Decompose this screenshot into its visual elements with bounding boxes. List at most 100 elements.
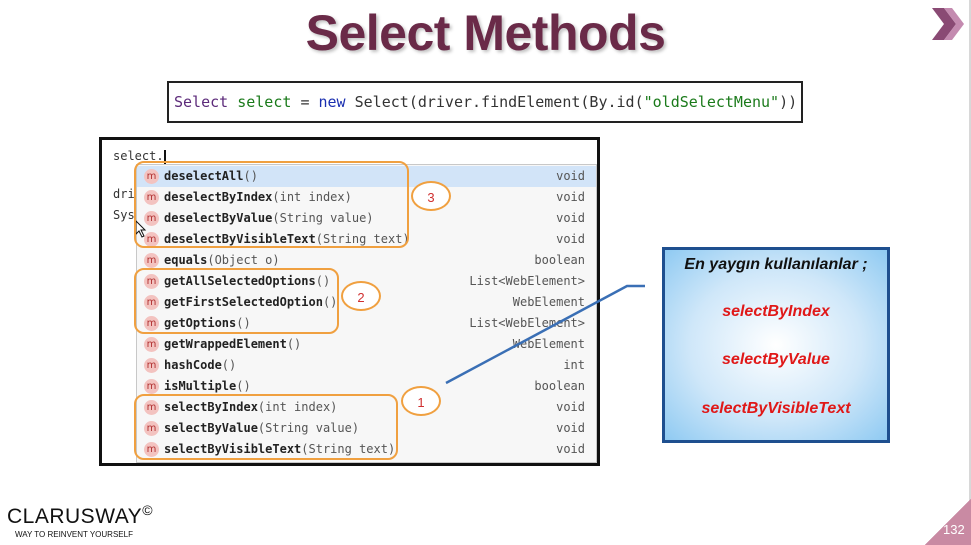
method-params: () (236, 379, 251, 393)
autocomplete-item-selectByValue[interactable]: m selectByValue(String value) void (137, 418, 596, 439)
method-params: (String text) (315, 232, 410, 246)
double-chevron-logo-icon (932, 8, 964, 40)
method-name: deselectByIndex (164, 190, 273, 204)
autocomplete-item-getAllSelectedOptions[interactable]: m getAllSelectedOptions() List<WebElemen… (137, 271, 596, 292)
method-icon: m (144, 400, 159, 415)
method-icon: m (144, 358, 159, 373)
method-return-type: boolean (534, 253, 585, 267)
method-params: (String value) (272, 211, 374, 225)
method-return-type: void (556, 211, 585, 225)
method-icon: m (144, 442, 159, 457)
method-return-type: List<WebElement> (469, 274, 585, 288)
method-icon: m (144, 295, 159, 310)
method-params: (int index) (257, 400, 338, 414)
mouse-cursor-icon (135, 220, 147, 238)
method-return-type: int (563, 358, 585, 372)
slide-right-border (969, 0, 971, 545)
method-icon: m (144, 274, 159, 289)
code-call-close: )) (779, 93, 798, 111)
method-icon: m (144, 232, 159, 247)
method-return-type: void (556, 190, 585, 204)
info-panel: En yaygın kullanılanlar ; selectByIndex … (662, 247, 890, 443)
page-number: 132 (943, 522, 965, 537)
method-name: selectByIndex (164, 400, 258, 414)
method-name: deselectByVisibleText (164, 232, 316, 246)
code-variable: select (237, 93, 292, 111)
method-return-type: WebElement (512, 295, 585, 309)
info-item-selectByIndex: selectByIndex (722, 303, 830, 320)
autocomplete-item-getWrappedElement[interactable]: m getWrappedElement() WebElement (137, 334, 596, 355)
code-string-literal: "oldSelectMenu" (643, 93, 780, 111)
autocomplete-item-selectByVisibleText[interactable]: m selectByVisibleText(String text) void (137, 439, 596, 460)
autocomplete-item-isMultiple[interactable]: m isMultiple() boolean (137, 376, 596, 397)
method-return-type: boolean (534, 379, 585, 393)
method-params: () (286, 337, 302, 351)
method-icon: m (144, 169, 159, 184)
editor-line-driver: dri (113, 187, 135, 201)
brand-logo: CLARUSWAY© WAY TO REINVENT YOURSELF (7, 502, 153, 539)
autocomplete-item-deselectByVisibleText[interactable]: m deselectByVisibleText(String text) voi… (137, 229, 596, 250)
callout-bubble-3: 3 (411, 181, 451, 211)
code-snippet: Select select = new Select(driver.findEl… (167, 81, 803, 123)
method-return-type: WebElement (512, 337, 585, 351)
method-return-type: void (556, 442, 585, 456)
method-return-type: void (556, 400, 585, 414)
method-params: (String text) (301, 442, 396, 456)
method-params: () (243, 169, 258, 183)
method-params: () (322, 295, 338, 309)
code-type-constructor: Select (354, 93, 409, 111)
method-return-type: void (556, 169, 585, 183)
method-name: getWrappedElement (164, 337, 287, 351)
method-name: getFirstSelectedOption (164, 295, 323, 309)
autocomplete-item-equals[interactable]: m equals(Object o) boolean (137, 250, 596, 271)
callout-bubble-2: 2 (341, 281, 381, 311)
info-item-selectByValue: selectByValue (722, 351, 830, 368)
corner-decoration (925, 498, 971, 545)
code-call-open: (driver.findElement(By.id( (408, 93, 644, 111)
method-name: hashCode (164, 358, 222, 372)
autocomplete-popup[interactable]: m deselectAll() void m deselectByIndex(i… (136, 164, 597, 463)
autocomplete-item-hashCode[interactable]: m hashCode() int (137, 355, 596, 376)
code-new-keyword: new (318, 93, 346, 111)
method-name: deselectByValue (164, 211, 273, 225)
autocomplete-item-deselectByValue[interactable]: m deselectByValue(String value) void (137, 208, 596, 229)
method-name: isMultiple (164, 379, 237, 393)
text-caret (163, 149, 166, 164)
autocomplete-item-deselectAll[interactable]: m deselectAll() void (137, 166, 596, 187)
method-params: () (315, 274, 331, 288)
method-name: selectByVisibleText (164, 442, 302, 456)
method-return-type: void (556, 421, 585, 435)
autocomplete-item-getOptions[interactable]: m getOptions() List<WebElement> (137, 313, 596, 334)
code-equals: = (300, 93, 310, 111)
method-params: () (236, 316, 251, 330)
method-name: deselectAll (164, 169, 244, 183)
method-name: selectByValue (164, 421, 258, 435)
code-type: Select (174, 93, 229, 111)
autocomplete-item-selectByIndex[interactable]: m selectByIndex(int index) void (137, 397, 596, 418)
method-icon: m (144, 337, 159, 352)
method-params: (int index) (272, 190, 352, 204)
method-return-type: List<WebElement> (469, 316, 585, 330)
method-icon: m (144, 190, 159, 205)
autocomplete-item-deselectByIndex[interactable]: m deselectByIndex(int index) void (137, 187, 596, 208)
brand-tagline: WAY TO REINVENT YOURSELF (15, 530, 133, 539)
callout-bubble-1: 1 (401, 386, 441, 416)
brand-name: CLARUSWAY (7, 505, 143, 528)
method-icon: m (144, 421, 159, 436)
page-title: Select Methods (305, 5, 666, 61)
method-icon: m (144, 379, 159, 394)
editor-line-system: Sys (113, 208, 135, 222)
method-icon: m (144, 211, 159, 226)
method-params: () (221, 358, 237, 372)
info-item-selectByVisibleText: selectByVisibleText (701, 400, 851, 417)
method-name: equals (164, 253, 208, 267)
method-return-type: void (556, 232, 585, 246)
info-panel-heading: En yaygın kullanılanlar ; (684, 256, 868, 273)
method-icon: m (144, 253, 159, 268)
method-params: (Object o) (207, 253, 280, 267)
editor-text: select. (113, 149, 164, 163)
method-name: getAllSelectedOptions (164, 274, 316, 288)
copyright-symbol: © (142, 502, 154, 518)
editor-line-select: select. (113, 149, 166, 164)
method-icon: m (144, 316, 159, 331)
